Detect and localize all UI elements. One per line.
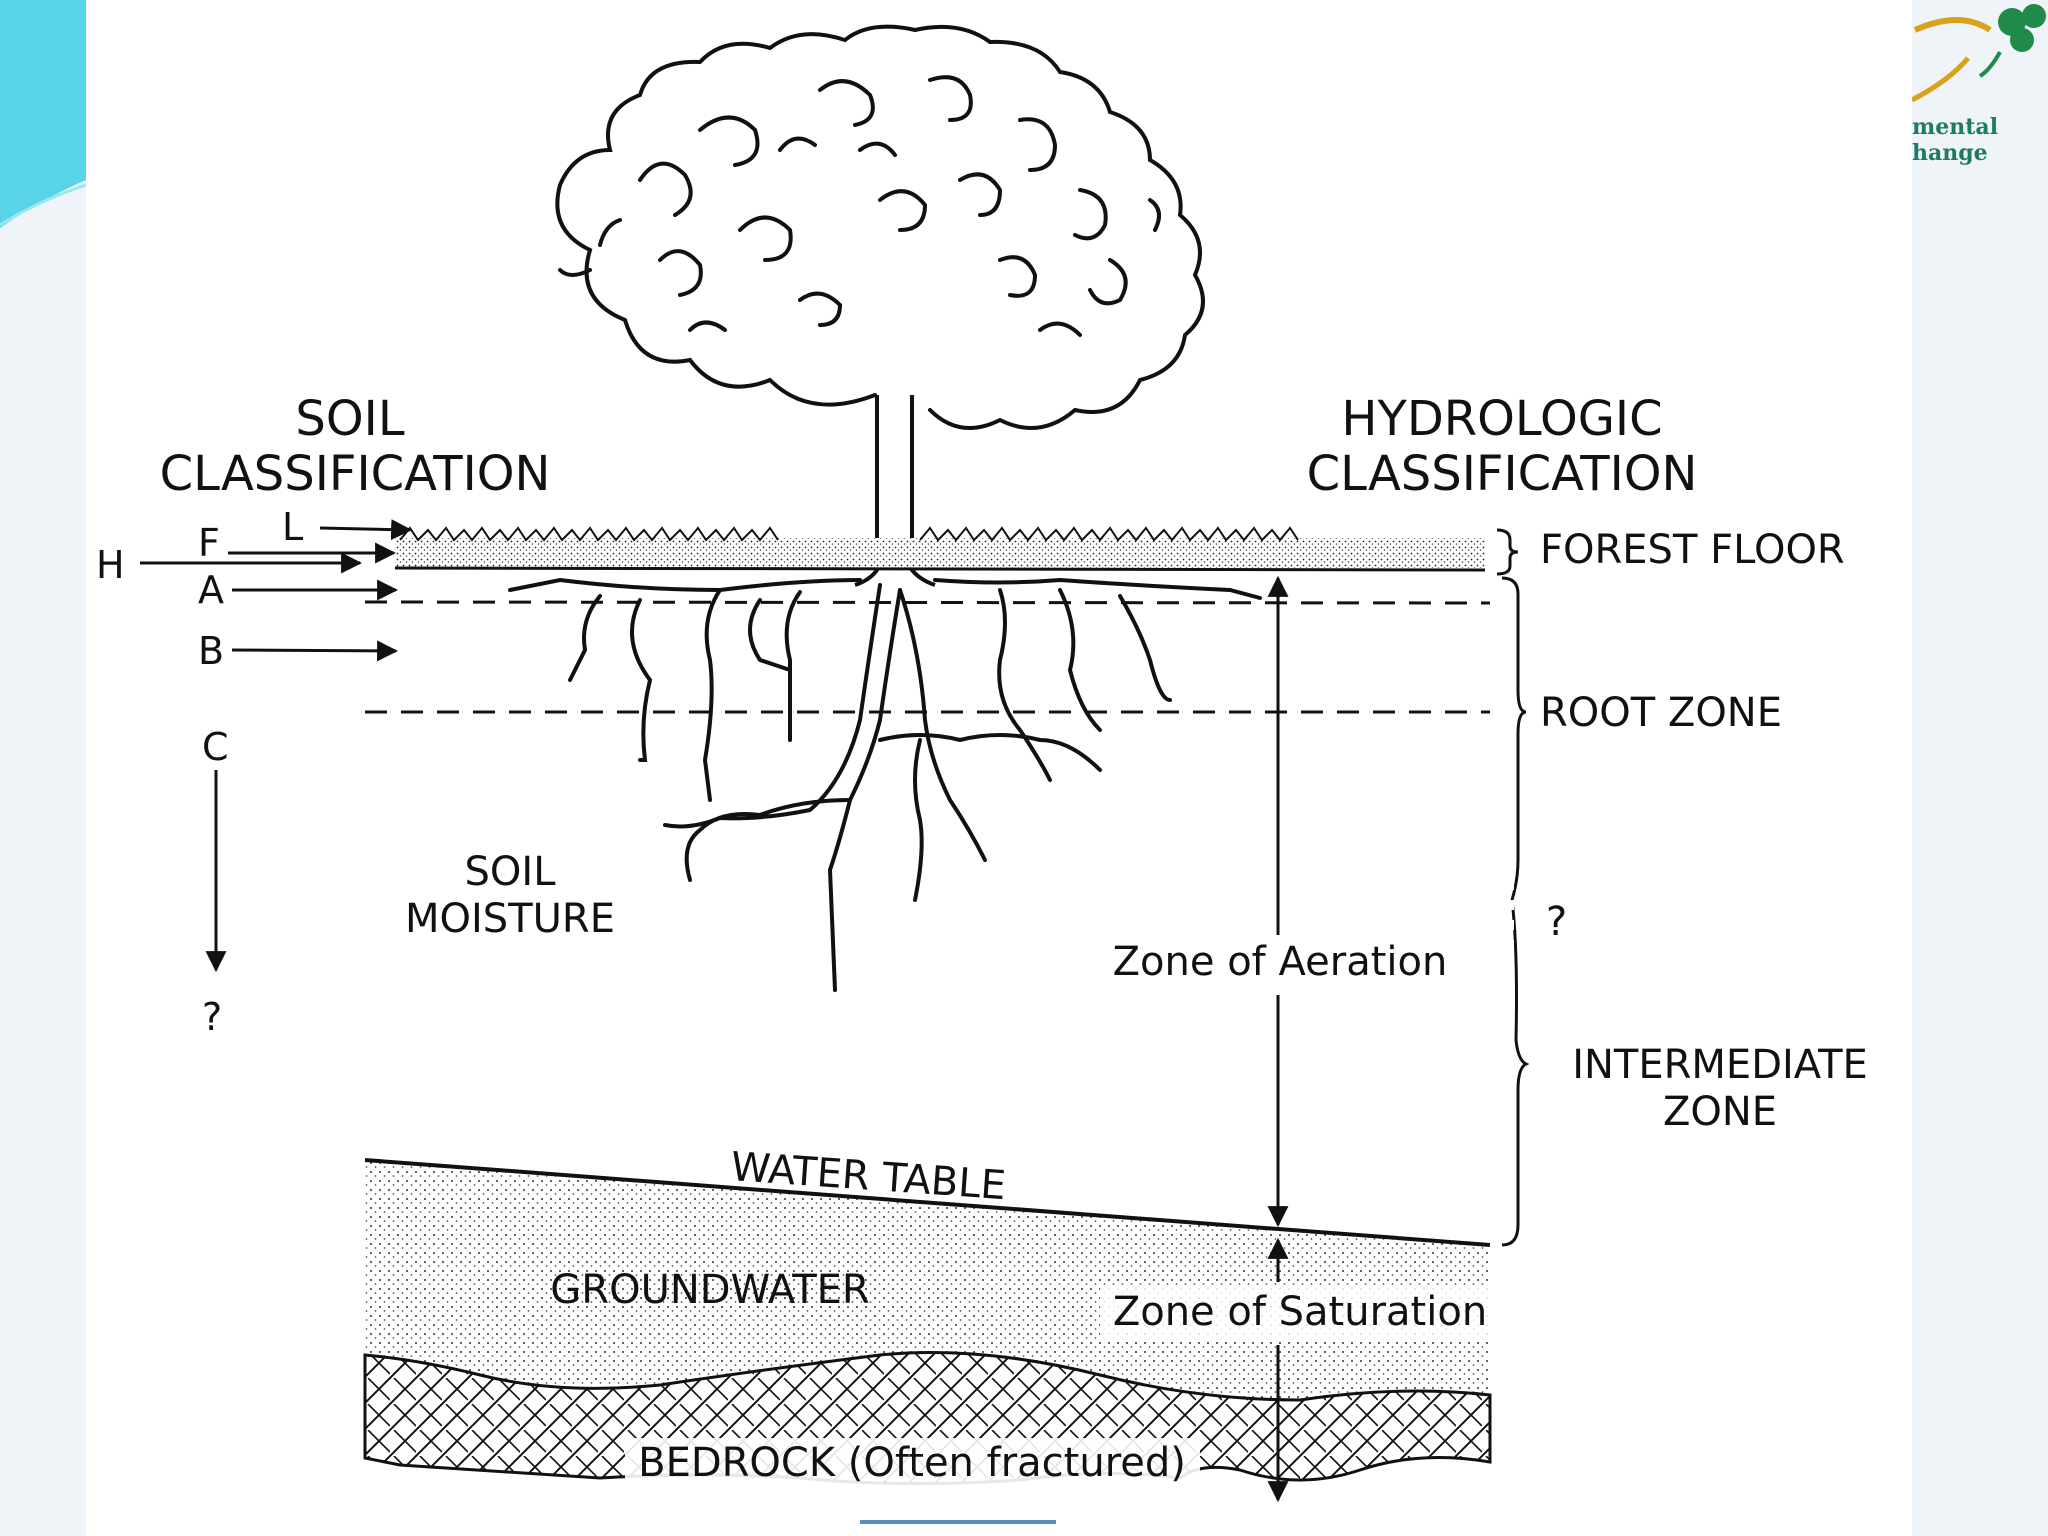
slide-corner-accent	[0, 0, 86, 228]
root-zone-label: ROOT ZONE	[1540, 690, 1782, 736]
logo-text-line2: hange	[1912, 140, 1988, 166]
soil-moisture-label-line2: MOISTURE	[405, 896, 615, 942]
soil-classification-heading-line2: CLASSIFICATION	[160, 446, 551, 502]
hydrologic-unknown-mark: ?	[1546, 899, 1567, 945]
slide-bottom-mark	[860, 1520, 1056, 1524]
organization-logo: mental hange	[1912, 4, 2046, 166]
logo-text-line1: mental	[1912, 114, 1998, 140]
forest-floor-label: FOREST FLOOR	[1540, 527, 1845, 573]
horizon-label-f: F	[198, 521, 220, 565]
clover-icon	[1980, 4, 2046, 76]
horizon-label-h: H	[96, 543, 125, 587]
soil-moisture-label-line1: SOIL	[465, 849, 557, 895]
horizon-label-l: L	[282, 505, 303, 549]
horizon-label-c: C	[202, 725, 229, 769]
horizon-label-a: A	[198, 568, 224, 612]
hydrologic-classification-heading-line2: CLASSIFICATION	[1307, 446, 1698, 502]
zone-of-saturation-label: Zone of Saturation	[1113, 1289, 1487, 1335]
intermediate-zone-label-line1: INTERMEDIATE	[1572, 1042, 1868, 1088]
horizon-unknown-mark: ?	[202, 995, 222, 1039]
groundwater-label: GROUNDWATER	[550, 1267, 869, 1313]
soil-classification-heading-line1: SOIL	[295, 391, 404, 447]
bedrock-label: BEDROCK (Often fractured)	[638, 1440, 1186, 1486]
zone-of-aeration-label: Zone of Aeration	[1113, 939, 1448, 985]
logo-swoosh	[1915, 20, 1990, 30]
horizon-label-b: B	[198, 629, 224, 673]
intermediate-zone-label-line2: ZONE	[1663, 1089, 1777, 1135]
hydrologic-classification-heading-line1: HYDROLOGIC	[1341, 391, 1662, 447]
